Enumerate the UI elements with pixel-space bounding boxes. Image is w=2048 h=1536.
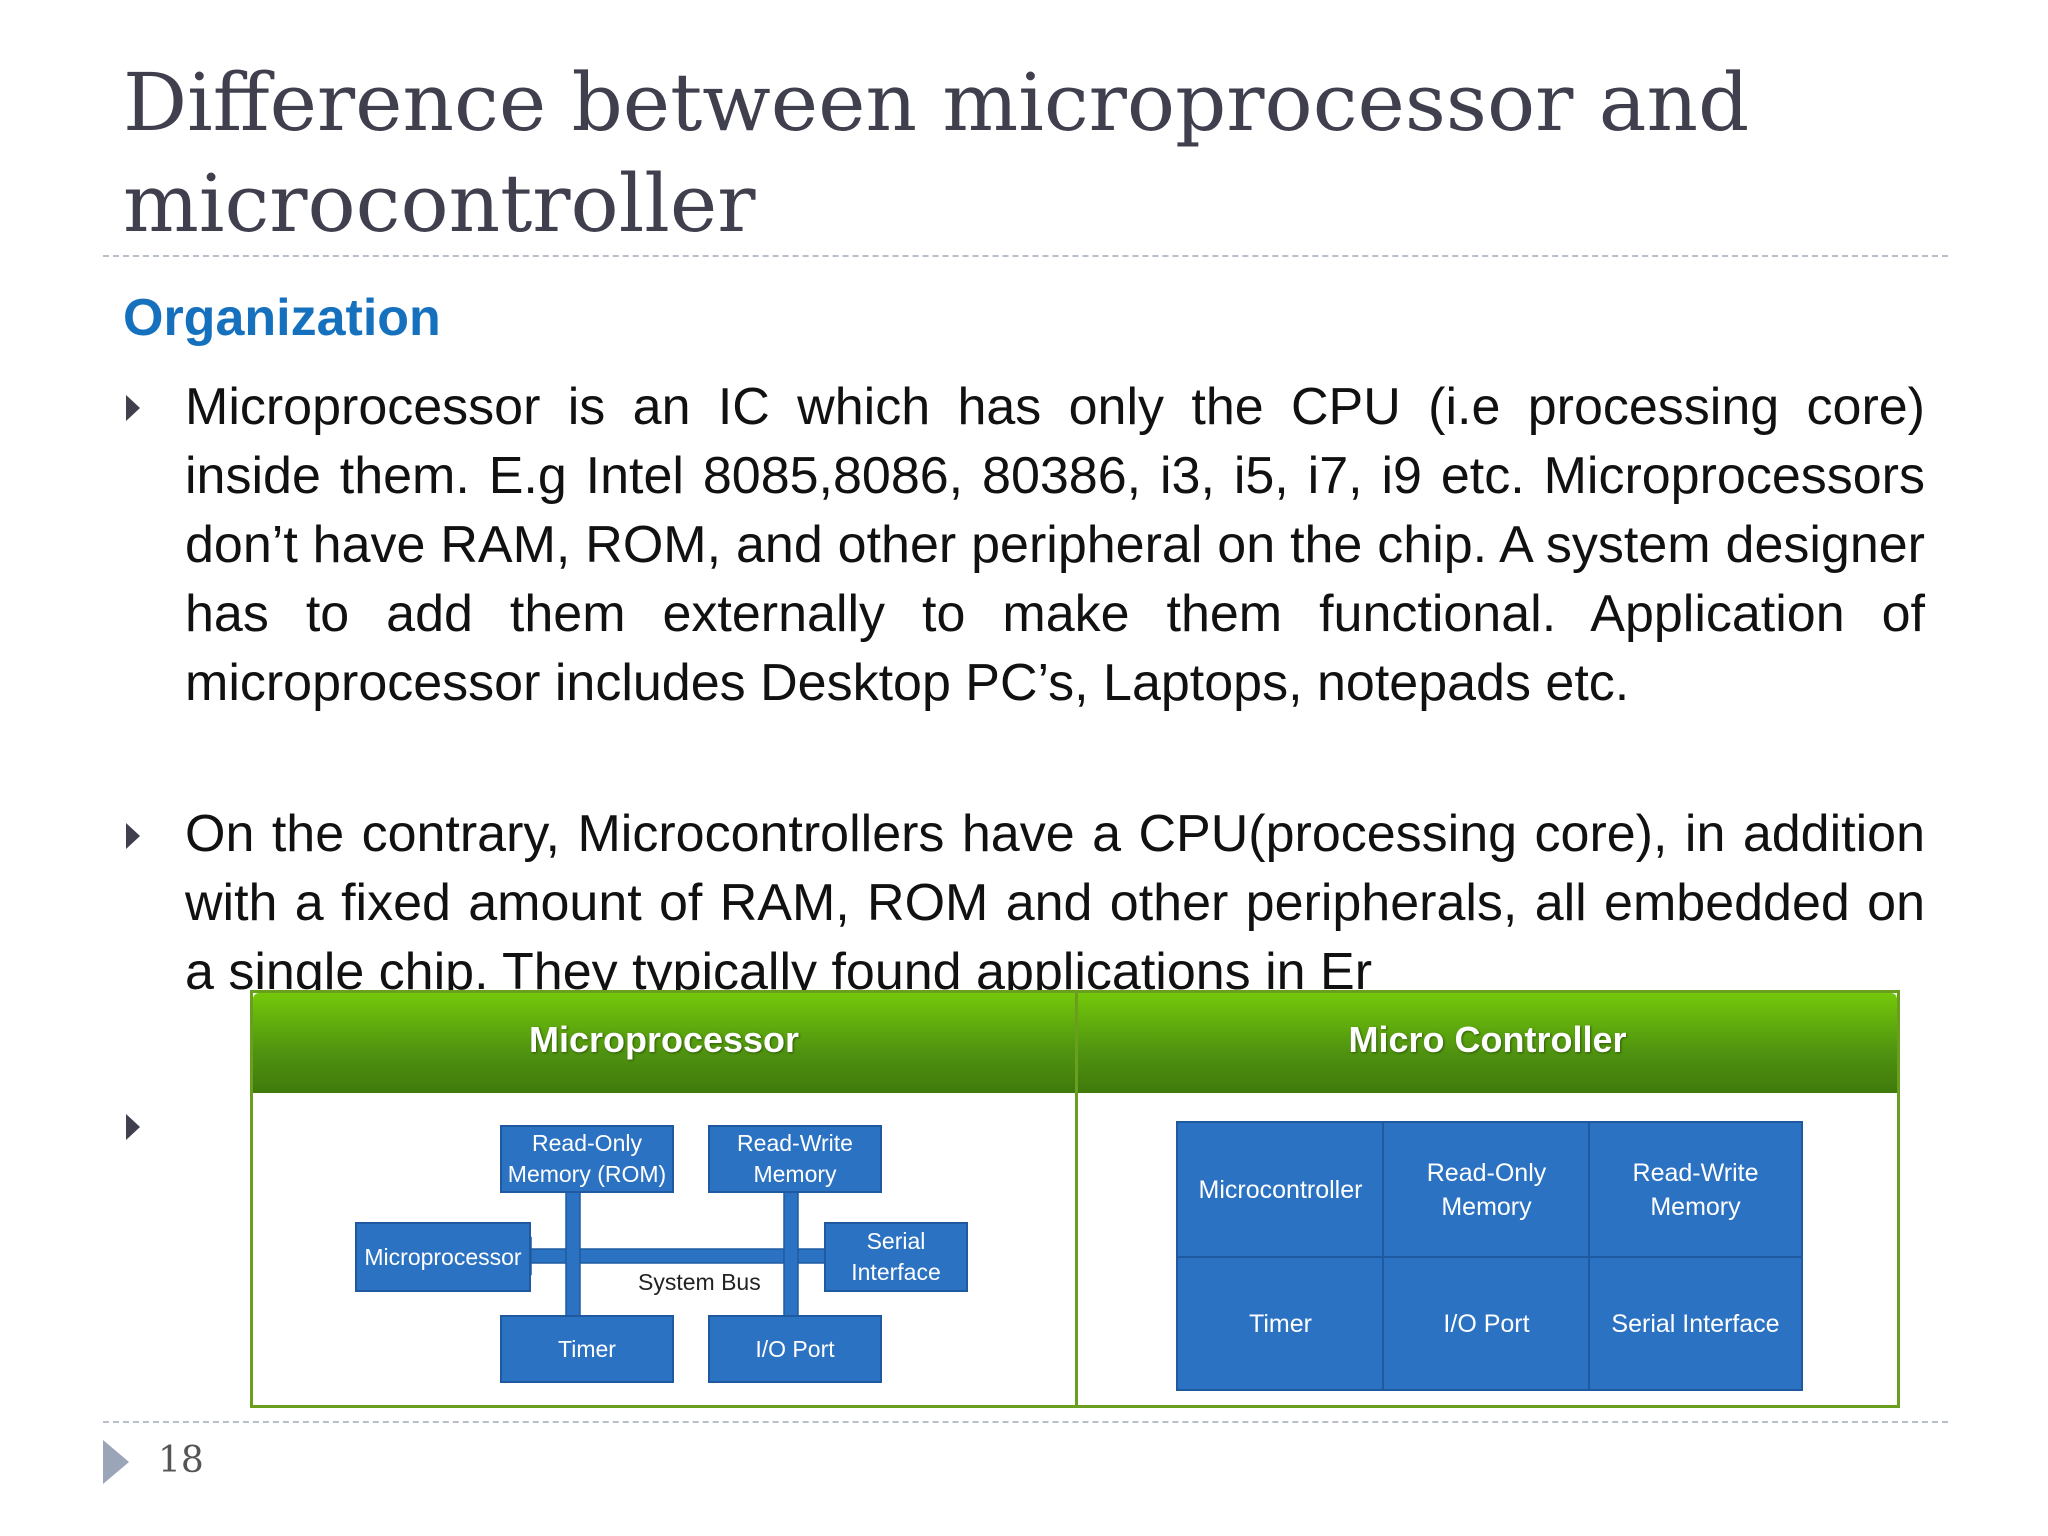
- microcontroller-panel-title: Micro Controller: [1348, 1019, 1627, 1060]
- microprocessor-block: Microprocessor: [355, 1222, 531, 1292]
- bullet-text-1: Microprocessor is an IC which has only t…: [185, 378, 1925, 712]
- slide-title: Difference between microprocessor and mi…: [123, 56, 1750, 250]
- system-bus-label: System Bus: [638, 1269, 761, 1295]
- bullet-arrow-icon: [126, 1114, 140, 1140]
- microprocessor-panel-title: Microprocessor: [528, 1019, 800, 1060]
- bullet-arrow-icon: [126, 395, 140, 421]
- serial-interface-cell: Serial Interface: [1611, 1309, 1780, 1338]
- read-only-memory-cell: Read-Only Memory: [1426, 1159, 1547, 1221]
- footer-divider: [103, 1421, 1948, 1423]
- microcontroller-grid: Microcontroller Read-Only Memory Read-Wr…: [1176, 1121, 1803, 1391]
- read-write-memory-cell: Read-Write Memory: [1632, 1159, 1759, 1221]
- rom-block: Read-Only Memory (ROM): [500, 1125, 674, 1193]
- page-number: 18: [158, 1440, 204, 1481]
- figure-divider: [1075, 993, 1078, 1405]
- footer-arrow-icon: [103, 1440, 129, 1484]
- timer-block: Timer: [500, 1315, 674, 1383]
- timer-cell: Timer: [1249, 1309, 1312, 1338]
- io-port-block: I/O Port: [708, 1315, 882, 1383]
- read-write-memory-block: Read-Write Memory: [708, 1125, 882, 1193]
- grid-line: [1178, 1256, 1801, 1258]
- section-heading: Organization: [123, 289, 441, 347]
- comparison-figure: Microprocessor Micro Controller Read-Onl…: [250, 990, 1900, 1408]
- bullet-arrow-icon: [126, 823, 140, 849]
- serial-interface-block: Serial Interface: [824, 1222, 968, 1292]
- microcontroller-cell: Microcontroller: [1198, 1176, 1363, 1204]
- title-divider: [103, 255, 1948, 257]
- io-port-cell: I/O Port: [1443, 1309, 1530, 1338]
- bullet-text-2: On the contrary, Microcontrollers have a…: [185, 805, 1925, 1001]
